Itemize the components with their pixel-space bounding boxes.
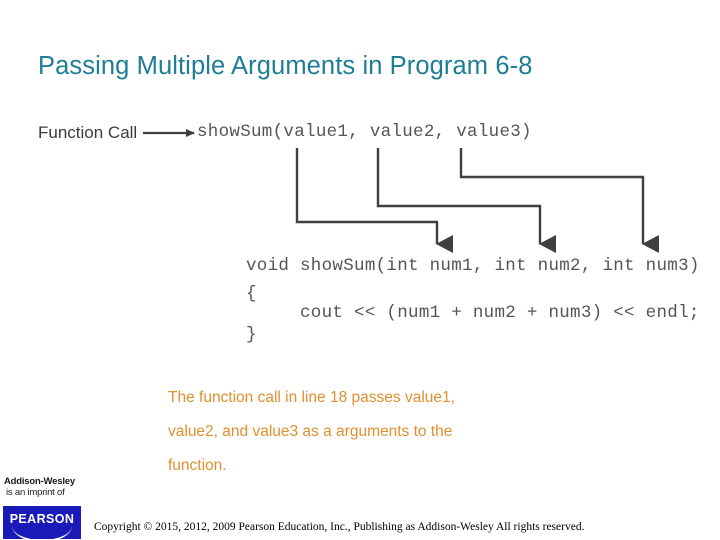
explanatory-caption: The function call in line 18 passes valu…	[168, 381, 588, 483]
imprint-subtext: is an imprint of	[6, 487, 65, 498]
function-definition-code: void showSum(int num1, int num2, int num…	[246, 256, 700, 276]
pearson-wordmark: PEARSON	[9, 512, 75, 526]
imprint-brand: Addison-Wesley	[4, 476, 75, 487]
connector-value2-to-num2	[376, 148, 556, 253]
caption-line: function.	[168, 457, 227, 474]
function-body-code: cout << (num1 + num2 + num3) << endl;	[246, 303, 700, 323]
function-body-close-brace: }	[246, 325, 257, 345]
function-call-label: Function Call	[38, 123, 138, 142]
connector-value1-to-num1	[295, 148, 453, 253]
caption-line: The function call in line 18 passes valu…	[168, 389, 455, 406]
connector-value3-to-num3	[459, 148, 659, 253]
imprint-notice: Addison-Wesley is an imprint of	[4, 476, 88, 498]
function-call-code: showSum(value1, value2, value3)	[197, 122, 532, 142]
caption-line: value2, and value3 as a arguments to the	[168, 423, 453, 440]
pearson-logo: PEARSON	[3, 506, 81, 539]
copyright-notice: Copyright © 2015, 2012, 2009 Pearson Edu…	[94, 521, 585, 533]
pearson-swoosh-icon	[12, 526, 72, 539]
page-title: Passing Multiple Arguments in Program 6-…	[38, 52, 533, 80]
function-body-open-brace: {	[246, 284, 257, 304]
